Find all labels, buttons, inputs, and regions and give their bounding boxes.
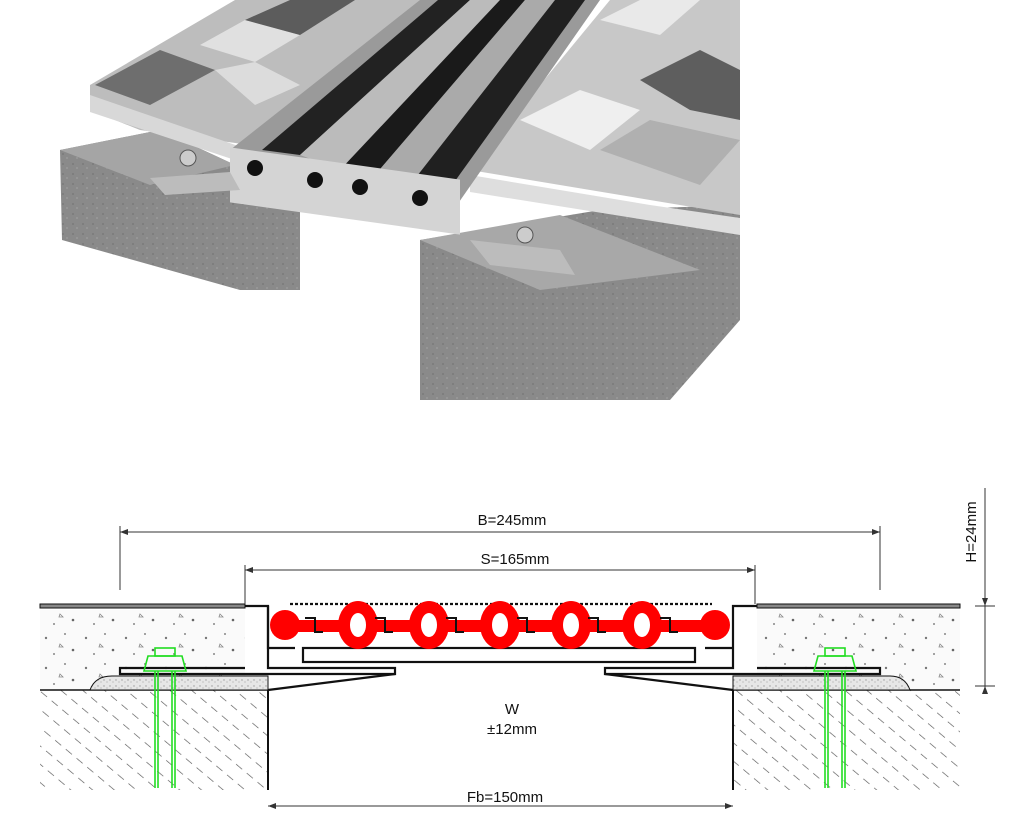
right-substrate [733,690,960,790]
left-substrate [40,690,268,790]
rubber-seal [270,601,730,649]
dim-b-label: B=245mm [478,512,547,529]
dimension-lines [119,488,995,807]
dim-s-label: S=165mm [481,551,550,568]
movement-label: ±12mm [487,721,537,738]
dim-h-label: H=24mm [963,501,980,562]
gap-w-label: W [505,701,520,718]
anchor-bolt-right [812,647,858,788]
bolt-icon [516,226,534,244]
dim-fb-label: Fb=150mm [467,789,543,806]
joint-3d-render [60,0,740,400]
bolt-icon [179,149,197,167]
section-drawing: B=245mm S=165mm H=24mm W ±12mm Fb=150mm [39,488,995,809]
anchor-bolt-left [142,647,188,788]
